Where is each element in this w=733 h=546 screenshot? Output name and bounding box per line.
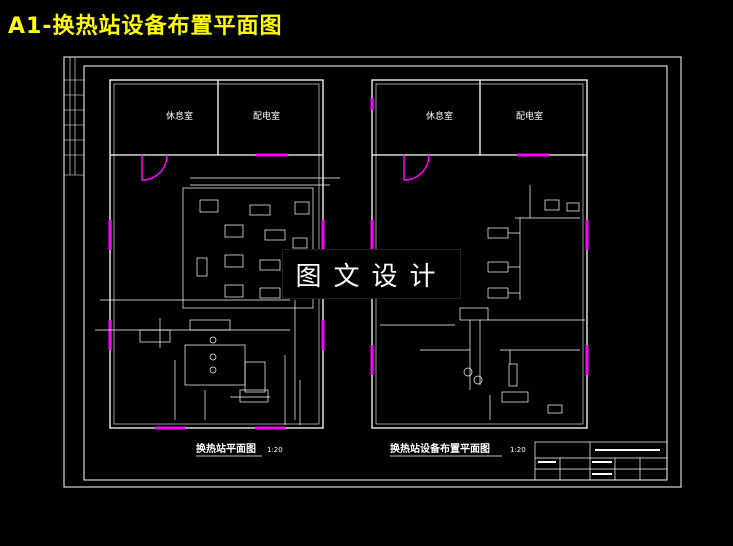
plan-right-room2-label: 配电室 (516, 110, 543, 122)
drawing-title: A1-换热站设备布置平面图 (8, 14, 283, 39)
plan-right-scale: 1:20 (510, 446, 526, 454)
plan-right-openings (370, 98, 589, 375)
plan-left-caption: 换热站平面图 (196, 442, 256, 455)
sheet-frame-inner (83, 65, 668, 481)
plan-left-room1-label: 休息室 (166, 110, 193, 122)
title-block (534, 441, 668, 481)
sheet-frame-outer (63, 56, 682, 488)
watermark-text: 图文设计 (295, 261, 448, 292)
plan-left-equipment (95, 177, 340, 425)
watermark-box: 图文设计 (282, 249, 461, 299)
binding-strip (64, 57, 84, 176)
plan-right-caption: 换热站设备布置平面图 (390, 442, 490, 455)
plan-right-equipment (380, 185, 585, 420)
plan-right-room1-label: 休息室 (426, 110, 453, 122)
plan-left-scale: 1:20 (267, 446, 283, 454)
plan-left-room2-label: 配电室 (253, 110, 280, 122)
plan-left-openings (108, 153, 325, 430)
